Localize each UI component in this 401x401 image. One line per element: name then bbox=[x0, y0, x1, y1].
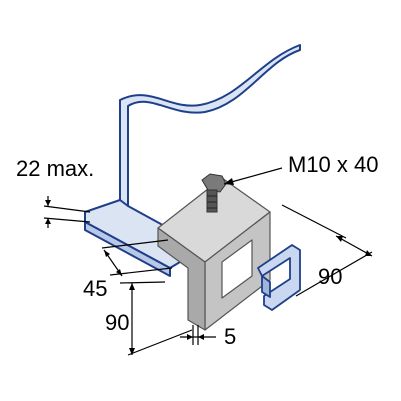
dim-width-line bbox=[335, 235, 373, 257]
label-thickness: 5 bbox=[224, 324, 236, 349]
label-height: 90 bbox=[105, 310, 129, 335]
label-bolt-size: M10 x 40 bbox=[288, 152, 379, 177]
clamp-side-face bbox=[157, 227, 206, 331]
dim-width-ext-2 bbox=[295, 251, 373, 297]
beam-structure bbox=[84, 44, 301, 277]
bolt-leader bbox=[223, 167, 283, 185]
arrow-thick-right bbox=[198, 334, 204, 340]
arrow-depth-1 bbox=[104, 250, 110, 257]
dim-height-ext-top bbox=[119, 281, 166, 284]
arrow-22-bottom bbox=[45, 218, 51, 224]
dim-width-ext-1 bbox=[281, 204, 347, 239]
strut-channel bbox=[257, 244, 301, 311]
arrow-width-1 bbox=[336, 236, 343, 242]
bolt-head bbox=[201, 173, 227, 193]
arrow-thick-left bbox=[187, 334, 193, 340]
dim-22-ext-1 bbox=[43, 205, 91, 213]
dim-height-ext-bottom bbox=[127, 329, 193, 356]
dim-depth-ext-1 bbox=[101, 239, 169, 249]
arrow-22-top bbox=[45, 200, 51, 206]
arrow-height-bottom bbox=[129, 348, 135, 355]
beam-flange-edge bbox=[84, 221, 171, 277]
channel-lip bbox=[261, 275, 271, 298]
bolt bbox=[201, 173, 227, 213]
clamp-body bbox=[157, 177, 271, 331]
arrow-width-2 bbox=[365, 250, 372, 256]
label-width: 90 bbox=[318, 264, 342, 289]
arrow-depth-2 bbox=[116, 269, 122, 276]
arrowheads bbox=[45, 178, 372, 355]
beam-web bbox=[119, 44, 301, 216]
dim-22-ext-2 bbox=[43, 217, 91, 223]
arrow-bolt bbox=[224, 178, 234, 185]
label-depth: 45 bbox=[83, 276, 107, 301]
label-max-thickness: 22 max. bbox=[16, 156, 94, 181]
bolt-shank bbox=[206, 189, 218, 213]
arrow-height-top bbox=[129, 283, 135, 290]
